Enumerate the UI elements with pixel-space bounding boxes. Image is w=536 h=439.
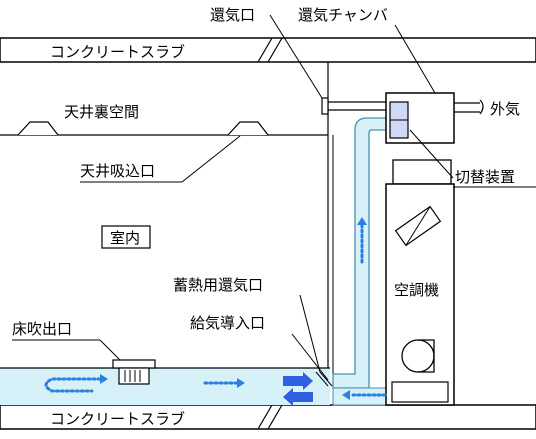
ceiling-intake-right [227,121,269,136]
return-air-port-pipe [321,97,386,115]
outside-air-label: 外気 [490,100,520,118]
underfloor-plenum [0,368,330,405]
floor-outlet-label: 床吹出口 [12,320,72,338]
dotted-arrow-heads [100,217,367,400]
air-conditioner-unit: 空調機 [385,183,455,406]
flow-solid-arrows [283,372,313,406]
bottom-slab-label: コンクリートスラブ [50,410,185,428]
switching-device-leader [409,129,454,179]
ceiling-intake-left [17,121,59,136]
return-air-chamber [385,92,455,144]
return-air-port-leader [269,14,323,99]
supply-inlet-leader [291,333,329,381]
bottom-concrete-slab: コンクリートスラブ [0,404,536,430]
room-label-box [101,225,151,249]
floor-outlet-leader-diag [99,339,121,361]
storage-return-port-leader [299,294,321,373]
ceiling-intake-label: 天井吸込口 [80,162,155,180]
ceiling-plenum-label: 天井裏空間 [64,103,139,121]
supply-duct-bottom [332,387,392,406]
return-air-duct [332,117,389,389]
outside-air-pipe [454,99,484,115]
return-air-port [321,97,329,115]
top-concrete-slab: コンクリートスラブ [0,37,536,63]
flow-dotted-arrows [44,223,387,397]
switching-device-label: 切替装置 [455,168,515,186]
return-air-chamber-leader [394,24,436,94]
ac-fan [401,339,435,373]
return-air-port-label: 還気口 [210,6,255,24]
storage-return-port-label: 蓄熱用還気口 [173,276,263,294]
ceiling-intake-leader-diag [181,135,241,183]
floor-outlet [112,359,156,385]
wall-ports [315,371,333,387]
supply-into-plenum-arrow [283,372,313,390]
underfloor-loop-arrow [44,377,102,393]
slab-break-mark-bottom [257,404,283,430]
top-slab-label: コンクリートスラブ [50,43,185,61]
chamber-to-ac-connector [392,159,452,185]
ac-bottom-outlet [391,381,449,403]
return-from-plenum-arrow [283,388,313,406]
return-air-chamber-label: 還気チャンバ [298,6,388,24]
room-label: 室内 [110,229,140,247]
supply-inlet-label: 給気導入口 [190,314,265,332]
ac-label: 空調機 [394,281,439,299]
slab-break-mark-top [257,37,283,63]
